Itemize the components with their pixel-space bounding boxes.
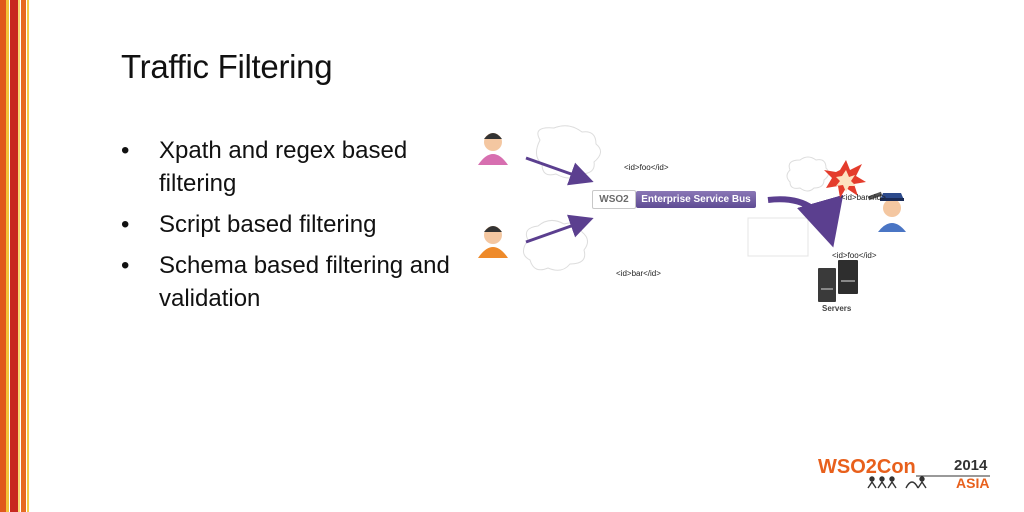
logo-brand: WSO2Con: [818, 456, 916, 478]
bullet-marker: •: [121, 137, 130, 164]
cloud-shape: [786, 156, 830, 192]
stripe-yellow-2: [27, 0, 29, 512]
cloud-shape: [536, 125, 601, 179]
arrow: [525, 214, 594, 244]
stripe-orange: [0, 0, 6, 512]
bullet-list: • Xpath and regex based filtering • Scri…: [121, 134, 466, 323]
police-officer-icon: [867, 191, 906, 232]
wso2-logo: WSO2: [592, 190, 636, 209]
esb-banner: WSO2 Enterprise Service Bus: [592, 190, 756, 209]
bullet-marker: •: [121, 211, 130, 238]
bullet-text: Script based filtering: [159, 211, 377, 238]
cloud-shape: [523, 220, 588, 271]
wso2con-asia-2014-logo: WSO2Con 2014 ASIA: [818, 452, 993, 494]
slide-title: Traffic Filtering: [121, 48, 333, 85]
user-icon: [478, 133, 508, 165]
message-label-bar: <id>bar</id>: [616, 269, 661, 278]
logo-region: ASIA: [956, 475, 989, 491]
bullet-item: • Xpath and regex based filtering: [121, 134, 466, 200]
message-box: [747, 217, 809, 257]
blocked-message-label: <id>bar</id>: [841, 193, 886, 202]
bullet-item: • Script based filtering: [121, 208, 466, 241]
stripe-red: [10, 0, 18, 512]
stripe-orange-2: [21, 0, 26, 512]
bullet-text: Schema based filtering and validation: [159, 252, 450, 312]
esb-label: Enterprise Service Bus: [636, 191, 756, 208]
message-label-foo: <id>foo</id>: [624, 163, 669, 172]
decorative-side-stripes: [0, 0, 34, 512]
servers-label: Servers: [822, 304, 852, 313]
arrow: [525, 156, 594, 186]
logo-year: 2014: [954, 457, 988, 474]
wso2con-logo-graphic: WSO2Con 2014 ASIA: [818, 456, 990, 491]
bullet-text: Xpath and regex based filtering: [159, 137, 408, 197]
user-icon: [478, 226, 508, 258]
stripe-yellow: [6, 0, 9, 512]
bullet-marker: •: [121, 252, 130, 279]
bullet-item: • Schema based filtering and validation: [121, 249, 466, 315]
stripe-light-yellow: [18, 0, 20, 512]
arrow: [767, 194, 844, 248]
forwarded-message-label: <id>foo</id>: [832, 251, 877, 260]
servers-icon: [818, 260, 858, 302]
